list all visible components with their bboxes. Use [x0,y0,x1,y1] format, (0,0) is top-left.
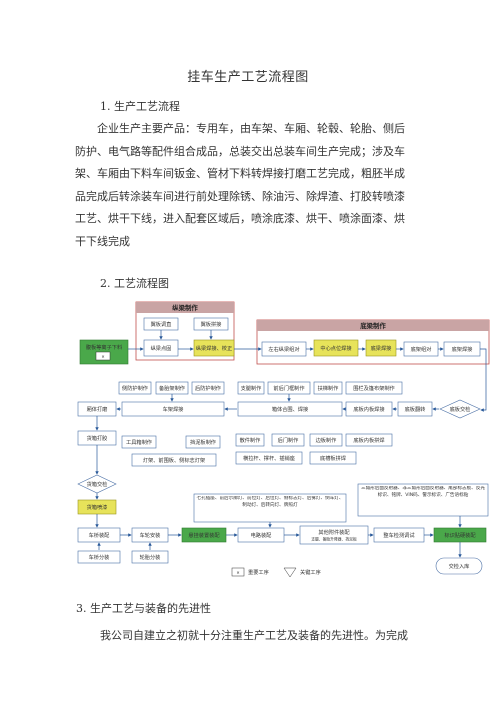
box-label: 底架焊接 [452,345,473,353]
box-label: 翼板拼接 [201,320,222,328]
box-label: 备胎架制作 [159,384,185,392]
box-label: 侧防护制作 [122,384,148,392]
box-label: 底槽板拼焊 [320,454,346,462]
box-label: 底板交检 [450,405,471,413]
legend-key-label: 关键工序 [300,568,321,576]
legend-important-icon [231,567,245,577]
box-label: 箱体合围、焊接 [272,405,308,413]
intro-paragraph: 企业生产主要产品：专用车，由车架、车厢、轮毂、轮胎、侧后 防护、电气路等配件组合… [75,118,425,254]
box-label: 扶梯制作 [318,384,339,392]
box-sublabel: 支腿、备胎升降器、挡泥板 [311,537,357,542]
section-heading-2: 2. 工艺流程图 [100,277,169,290]
flow-box-key [365,339,397,357]
box-label: 标识贴硬装配 [444,531,476,539]
box-label: 货箱交检 [87,480,108,488]
group-header [257,320,489,331]
box-label: 灯架、前围板、侧标志灯架 [143,456,205,464]
para-line: 品完成后转涂装车间进行前处理除锈、除油污、除焊渣、打胶转喷漆 [75,189,405,203]
marker-label: ✕ [101,354,104,359]
box-label: 前后门框制作 [273,384,304,392]
box-label: 其他附件装配 [318,528,350,536]
important-marker [95,351,111,361]
legend-important-label: 重要工序 [248,568,269,576]
note-text: 三角形后面反射器、非三角形后面反射器、尾部标志板、反光标识、铭牌、VIN码、警示… [360,486,486,498]
terminal-node [435,557,483,575]
box-label: 中心点位焊接 [320,344,351,352]
flow-box-key [313,339,359,357]
note-box [193,493,347,523]
box-label: 车桥分装 [89,553,110,561]
box-label: 货箱喷漆 [87,503,108,511]
flow-box [143,339,179,357]
box-label: 腹板等离子下料 [86,343,122,351]
box-label: 后门制作 [278,436,299,444]
box-label: 整车检测调试 [383,531,415,539]
group-title: 底梁制作 [360,321,386,330]
section-heading-1: 1. 生产工艺流程 [100,100,180,113]
flow-box-key [193,339,235,357]
box-label: 后防护制作 [195,384,221,392]
process-flow-diagram: 纵梁制作 底梁制作 翼板调直 翼板拼接 腹板等离子下料 ✕ 纵梁点固 纵梁焊接、… [77,301,490,578]
group-title: 纵梁制作 [172,303,198,312]
box-label: 纵梁焊接、校正 [196,344,232,352]
svg-text:✕: ✕ [236,570,239,575]
page-title: 挂车生产工艺流程图 [187,70,309,85]
box-label: 纵梁点固 [151,344,172,352]
box-label: 底板内板焊接 [353,405,384,413]
box-label: 底板内板拼焊 [353,436,384,444]
box-label: 轮胎分装 [140,553,161,561]
para-line: 干下线完成 [75,234,130,248]
legend-key-icon [283,567,297,578]
note-box [357,483,489,517]
box-label: 支腿制作 [241,384,262,392]
para-line: 防护、电气路等配件组合成品，总装交出总装车间生产完成；涉及车 [75,144,405,158]
decision-diamond [77,474,117,494]
box-label: 厢体打磨 [87,405,108,413]
box-label: 边板制作 [316,436,337,444]
box-label: 车架焊接 [163,405,184,413]
closing-paragraph: 我公司自建立之初就十分注重生产工艺及装备的先进性。为完成 [100,629,408,642]
decision-diamond [439,399,481,419]
box-label: 工具箱制作 [126,438,152,446]
box-label: 底架组对 [411,345,432,353]
box-label: 交检入库 [449,562,470,570]
para-line: 工艺、烘干下线，进入配套区域后，喷涂底漆、烘干、喷涂面漆、烘 [75,212,405,226]
section-heading-3: 3. 生产工艺与装备的先进性 [76,602,211,615]
group-header [136,302,234,313]
box-label: 底板翻转 [405,405,426,413]
box-label: 围栏及篷布架制作 [353,384,395,392]
box-label: 电路装配 [251,531,273,539]
box-label: 挡泥板制作 [190,438,216,446]
para-line: 企业生产主要产品：专用车，由车架、车厢、轮毂、轮胎、侧后 [97,122,405,135]
box-label: 散件制作 [240,436,261,444]
note-text: 七孔插座、前后示廓灯、前位灯、后位灯、侧标志灯、后雾灯、倒车灯、制动灯、后转向灯… [196,496,344,508]
box-label: 底梁焊接 [371,344,392,352]
box-label: 悬挂装置装配 [188,531,220,539]
box-label: 车桥装配 [89,531,111,539]
box-label: 货箱打胶 [87,434,108,442]
para-line: 架、车厢由下料车间钣金、管材下料转焊接打磨工艺完成，粗胚半成 [75,167,405,181]
box-label: 车轮安装 [140,531,161,539]
box-label: 左右纵梁组对 [268,345,299,353]
box-label: 横拉杆、撑杆、插销座 [243,454,295,462]
box-label: 翼板调直 [151,320,172,328]
